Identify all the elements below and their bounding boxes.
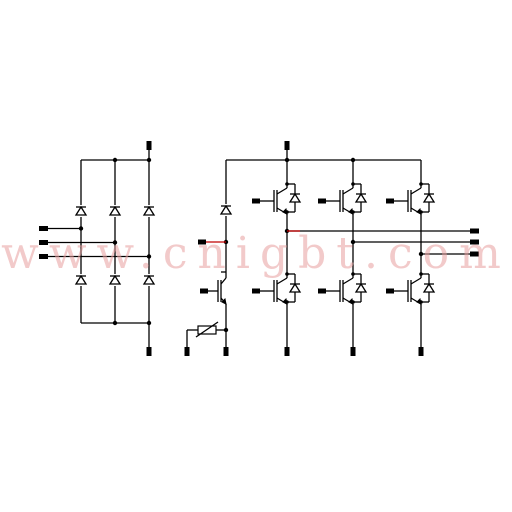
output-terminal-2 (470, 239, 479, 245)
rectifier-diode-3 (142, 205, 156, 217)
three-phase-inverter (252, 160, 479, 356)
rectifier-bridge (39, 141, 156, 356)
rectifier-diode-6 (142, 274, 156, 286)
inverter-igbt-3-high (386, 182, 436, 215)
ac-input-1 (39, 226, 84, 231)
brake-chopper (184, 159, 421, 356)
inverter-leg-1 (252, 160, 479, 356)
dc-plus-terminal (146, 141, 152, 150)
rectifier-diode-4 (74, 274, 88, 286)
rectifier-diode-2 (108, 205, 122, 217)
chopper-emitter-terminal (223, 347, 229, 356)
inverter-leg-3 (386, 160, 479, 356)
chopper-igbt (200, 271, 227, 305)
inverter-igbt-3-low (386, 272, 436, 305)
inverter-igbt-1-high (252, 182, 302, 215)
brake-terminal (198, 239, 206, 245)
inverter-igbt-1-low (252, 272, 302, 305)
thermistor (184, 321, 229, 356)
dc-minus-terminal (146, 347, 152, 356)
output-terminal-1 (470, 228, 479, 234)
ac-input-3 (39, 254, 152, 259)
inverter-igbt-2-low (318, 272, 368, 305)
rectifier-diode-5 (108, 274, 122, 286)
output-terminal-3 (470, 251, 479, 257)
rectifier-diode-1 (74, 205, 88, 217)
inverter-leg-2 (318, 160, 479, 356)
ac-input-2 (39, 240, 118, 245)
chopper-diode (219, 204, 233, 216)
inverter-dc-plus-terminal (284, 141, 290, 150)
inverter-igbt-2-high (318, 182, 368, 215)
